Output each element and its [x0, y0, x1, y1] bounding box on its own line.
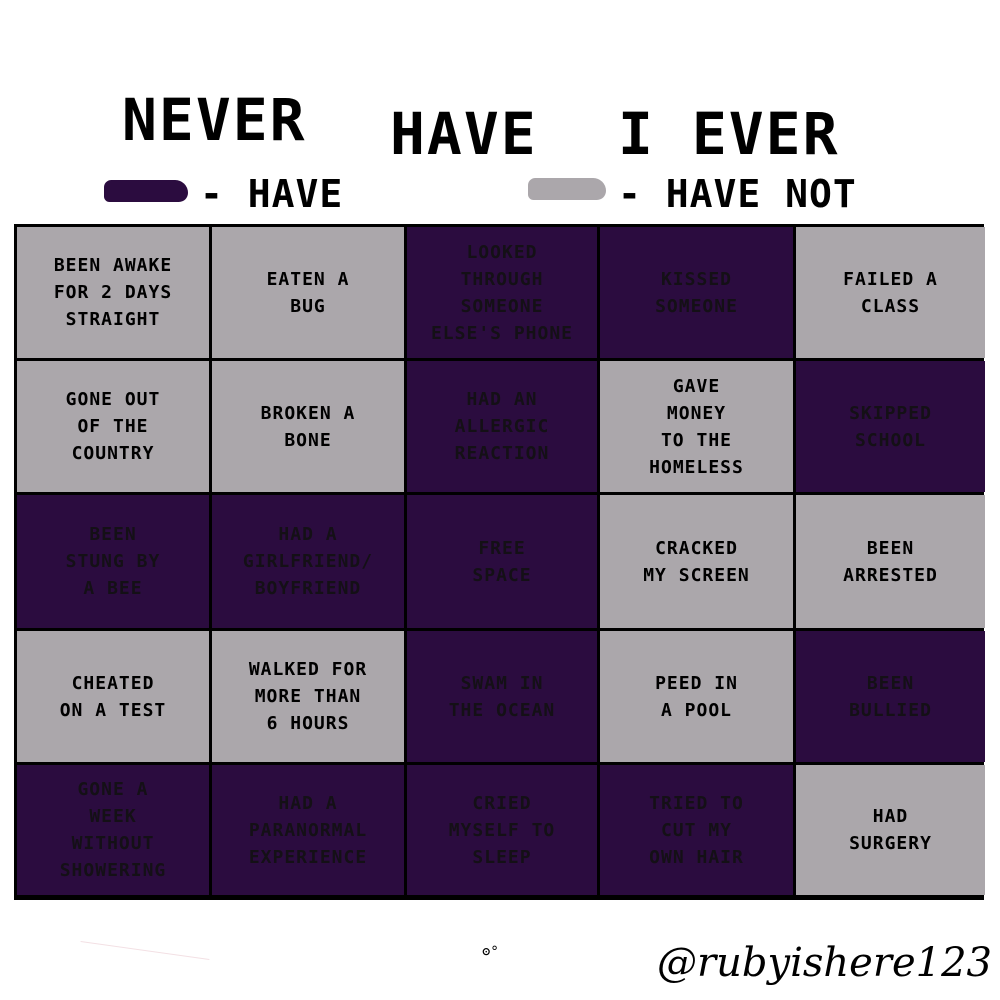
title-never: NEVER [122, 86, 307, 154]
grid-cell: KISSED SOMEONE [600, 227, 793, 358]
grid-cell: HAD SURGERY [796, 765, 985, 895]
faint-stroke [80, 940, 210, 961]
title-have: HAVE [390, 100, 538, 168]
grid-cell: GAVE MONEY TO THE HOMELESS [600, 361, 793, 492]
grid-cell: EATEN A BUG [212, 227, 404, 358]
grid-cell: WALKED FOR MORE THAN 6 HOURS [212, 631, 404, 762]
doodle-dots: ʘ° [482, 944, 499, 960]
legend-have-swatch [104, 180, 188, 202]
grid-cell: CRIED MYSELF TO SLEEP [407, 765, 597, 895]
title-i-ever: I EVER [618, 100, 840, 168]
grid-cell: FREE SPACE [407, 495, 597, 628]
grid-cell: PEED IN A POOL [600, 631, 793, 762]
grid-cell: TRIED TO CUT MY OWN HAIR [600, 765, 793, 895]
grid-cell: GONE A WEEK WITHOUT SHOWERING [17, 765, 209, 895]
grid-cell: HAD AN ALLERGIC REACTION [407, 361, 597, 492]
legend-have-label: - HAVE [200, 172, 344, 216]
artist-signature: @rubyishere123 [657, 940, 992, 986]
grid-cell: GONE OUT OF THE COUNTRY [17, 361, 209, 492]
legend-havenot-label: - HAVE NOT [618, 172, 857, 216]
grid-cell: LOOKED THROUGH SOMEONE ELSE'S PHONE [407, 227, 597, 358]
grid-cell: CRACKED MY SCREEN [600, 495, 793, 628]
grid-cell: BROKEN A BONE [212, 361, 404, 492]
grid-cell: SWAM IN THE OCEAN [407, 631, 597, 762]
grid-cell: BEEN BULLIED [796, 631, 985, 762]
grid-cell: BEEN ARRESTED [796, 495, 985, 628]
grid-cell: FAILED A CLASS [796, 227, 985, 358]
grid-cell: HAD A GIRLFRIEND/ BOYFRIEND [212, 495, 404, 628]
grid-cell: SKIPPED SCHOOL [796, 361, 985, 492]
grid-cell: HAD A PARANORMAL EXPERIENCE [212, 765, 404, 895]
grid-cell: BEEN STUNG BY A BEE [17, 495, 209, 628]
grid-cell: BEEN AWAKE FOR 2 DAYS STRAIGHT [17, 227, 209, 358]
legend-havenot-swatch [528, 178, 606, 200]
grid-cell: CHEATED ON A TEST [17, 631, 209, 762]
